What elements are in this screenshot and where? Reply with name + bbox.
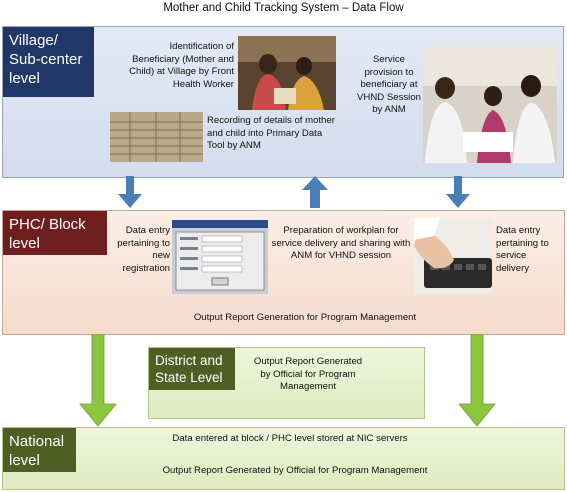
down-arrow-village-phc-right xyxy=(446,176,470,208)
down-arrow-phc-national-right xyxy=(458,334,496,427)
district-output-report-text: Output Report Generated by Official for … xyxy=(253,356,363,392)
village-beneficiary-photo xyxy=(238,36,336,110)
phc-national-arrows xyxy=(79,334,496,427)
village-level-label: Village/ Sub-center level xyxy=(3,27,94,97)
primary-data-tool-photo xyxy=(110,112,203,162)
diagram-title: Mother and Child Tracking System – Data … xyxy=(163,2,404,14)
phc-output-report-text: Output Report Generation for Program Man… xyxy=(193,312,417,323)
software-screenshot-photo xyxy=(172,220,268,294)
village-phc-arrows xyxy=(118,176,470,208)
typing-hand-photo xyxy=(414,218,492,294)
data-entry-new-registration-text: Data entry pertaining to new registratio… xyxy=(117,225,170,274)
service-provision-photo xyxy=(423,46,557,163)
up-arrow-phc-village xyxy=(302,176,328,208)
national-output-report-text: Output Report Generated by Official for … xyxy=(162,465,428,476)
recording-text: Recording of details of mother and child… xyxy=(207,115,335,151)
down-arrow-village-phc-left xyxy=(118,176,142,208)
workplan-text: Preparation of workplan for service deli… xyxy=(271,225,411,261)
down-arrow-phc-national-left xyxy=(79,334,117,427)
national-level-label: National level xyxy=(3,428,76,472)
district-state-level-label: District and State Level xyxy=(149,348,235,390)
national-level-band xyxy=(2,427,565,490)
national-stored-text: Data entered at block / PHC level stored… xyxy=(172,433,408,444)
service-provision-text: Service provision to beneficiary at VHND… xyxy=(357,54,421,115)
phc-level-label: PHC/ Block level xyxy=(3,211,107,255)
data-entry-service-delivery-text: Data entry pertaining to service deliver… xyxy=(496,225,549,274)
identification-text: Identification of Beneficiary (Mother an… xyxy=(129,41,234,90)
